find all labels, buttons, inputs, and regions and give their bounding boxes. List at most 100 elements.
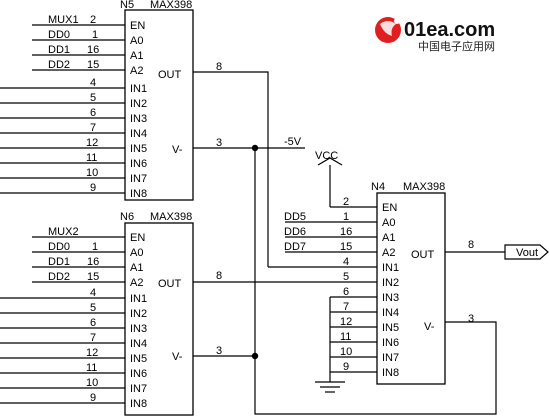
chip-n6-body: [124, 222, 194, 416]
n5-in4-label: IN4: [130, 128, 147, 140]
n6-in1-label: IN1: [130, 293, 147, 305]
n4-in2-num: 5: [343, 271, 349, 283]
n5-in4-num: 7: [90, 122, 96, 134]
logo-mark-icon: [375, 17, 401, 43]
n6-a2-net: DD2: [48, 271, 70, 283]
n6-out-num: 8: [216, 270, 222, 282]
chip-n4-body: [376, 192, 446, 385]
chip-n6-ref: N6: [120, 211, 134, 223]
logo-text: 01ea.com: [404, 19, 495, 41]
n6-in7-label: IN7: [130, 383, 147, 395]
n5-in8-label: IN8: [130, 188, 147, 200]
n4-a2-label: A2: [382, 247, 395, 259]
chip-n6-part: MAX398: [150, 211, 192, 223]
n6-in2-label: IN2: [130, 308, 147, 320]
chip-n5-body: [124, 9, 194, 201]
interconnect-wires: -5V VCC Vout: [193, 71, 549, 415]
n4-vminus-num: 3: [468, 313, 474, 325]
n4-a2-num: 15: [340, 241, 352, 253]
chip-n4-part: MAX398: [403, 181, 445, 193]
n4-a0-net: DD5: [284, 211, 306, 223]
junction-dot-bottom: [251, 352, 259, 360]
n6-a0-net: DD0: [48, 241, 70, 253]
vcc-label: VCC: [315, 150, 338, 162]
n6-a2-num: 15: [87, 271, 99, 283]
n6-en-net: MUX2: [48, 226, 79, 238]
n4-in4-label: IN4: [382, 307, 399, 319]
n4-in6-label: IN6: [382, 337, 399, 349]
n6-in8-label: IN8: [130, 398, 147, 410]
n6-a1-net: DD1: [48, 256, 70, 268]
ground-icon: [315, 381, 345, 393]
n4-en-num: 2: [343, 196, 349, 208]
n5-in2-num: 5: [90, 92, 96, 104]
n4-in8-label: IN8: [382, 367, 399, 379]
n5-a1-net: DD1: [48, 44, 70, 56]
n5-a2-num: 15: [87, 59, 99, 71]
n5-a1-num: 16: [87, 44, 99, 56]
n6-vminus-num: 3: [216, 345, 222, 357]
n4-a1-net: DD6: [284, 226, 306, 238]
n6-in2-num: 5: [90, 302, 96, 314]
n5-en-net: MUX1: [48, 14, 79, 26]
n6-out-label: OUT: [158, 278, 182, 290]
chip-n6: N6 MAX398 MUX2 DD0 DD1 DD2 1 16 15 EN A0…: [0, 211, 222, 416]
n5-in3-num: 6: [90, 107, 96, 119]
chip-n5-part: MAX398: [150, 0, 192, 11]
n6-in6-label: IN6: [130, 368, 147, 380]
n6-in3-num: 6: [90, 317, 96, 329]
n5-a2-label: A2: [130, 65, 143, 77]
n4-in1-label: IN1: [382, 262, 399, 274]
n5-in3-label: IN3: [130, 113, 147, 125]
n6-in5-num: 12: [86, 347, 98, 359]
n5-a0-num: 1: [92, 29, 98, 41]
vcc-arrow-icon: [317, 157, 343, 166]
n4-in5-num: 12: [340, 316, 352, 328]
n4-a2-net: DD7: [284, 241, 306, 253]
n6-a1-label: A1: [130, 262, 143, 274]
n6-en-label: EN: [130, 232, 145, 244]
n4-in4-num: 7: [343, 301, 349, 313]
n6-a2-label: A2: [130, 277, 143, 289]
n4-a1-num: 16: [340, 226, 352, 238]
n5-vminus-num: 3: [216, 137, 222, 149]
n5-in2-label: IN2: [130, 98, 147, 110]
n4-in1-num: 4: [343, 256, 349, 268]
chip-n4: N4 MAX398 DD5 DD6 DD7 2 1 16 15 EN A0 A1…: [193, 181, 474, 385]
n4-in2-label: IN2: [382, 277, 399, 289]
n6-in7-num: 10: [86, 377, 98, 389]
site-logo: 01ea.com 中国电子应用网: [375, 17, 495, 53]
n5-en-label: EN: [130, 20, 145, 32]
vout-port-icon: [504, 244, 549, 260]
n5-in5-num: 12: [86, 137, 98, 149]
n6-in4-num: 7: [90, 332, 96, 344]
n5-en-num: 2: [90, 14, 96, 26]
n5-in7-label: IN7: [130, 173, 147, 185]
n6-a0-num: 1: [92, 241, 98, 253]
n5-in6-num: 11: [86, 152, 97, 164]
n5-in6-label: IN6: [130, 158, 147, 170]
n5-in5-label: IN5: [130, 143, 147, 155]
n4-a0-label: A0: [382, 217, 395, 229]
n4-in5-label: IN5: [382, 322, 399, 334]
n6-in6-num: 11: [86, 362, 97, 374]
n6-a0-label: A0: [130, 247, 143, 259]
n4-out-num: 8: [468, 239, 474, 251]
n5-vminus-label: V-: [172, 144, 183, 156]
n6-in5-label: IN5: [130, 353, 147, 365]
n5-in7-num: 10: [86, 167, 98, 179]
n4-in3-label: IN3: [382, 292, 399, 304]
n5-a0-label: A0: [130, 35, 143, 47]
n6-in1-num: 4: [90, 287, 96, 299]
neg5v-label: -5V: [284, 136, 302, 148]
n5-out-to-n4-in1-wire: [193, 71, 269, 267]
chip-n4-ref: N4: [371, 181, 385, 193]
n4-in7-label: IN7: [382, 352, 399, 364]
n5-in8-num: 9: [90, 182, 96, 194]
n6-in8-num: 9: [90, 392, 96, 404]
n4-in6-num: 11: [340, 331, 351, 343]
n4-in3-num: 6: [343, 286, 349, 298]
n5-a1-label: A1: [130, 50, 143, 62]
n4-en-label: EN: [382, 202, 397, 214]
